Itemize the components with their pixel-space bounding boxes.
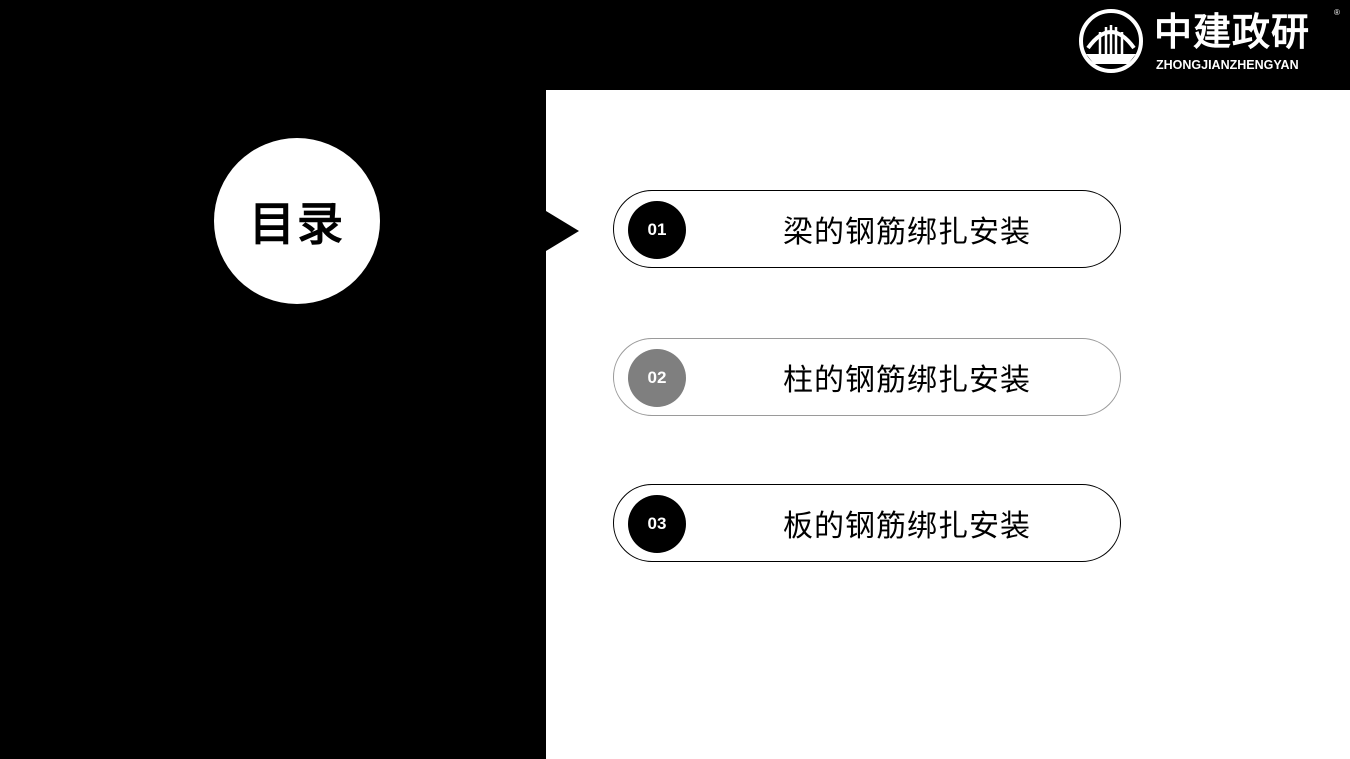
menu-item-1[interactable]: 01 梁的钢筋绑扎安装 xyxy=(613,190,1121,268)
logo: 中建政研 ZHONGJIANZHENGYAN ® xyxy=(1078,6,1340,76)
logo-name-cn: 中建政研 xyxy=(1154,10,1311,54)
page-title: 目录 xyxy=(249,197,345,251)
pointer-arrow xyxy=(546,211,579,251)
registered-mark: ® xyxy=(1334,8,1340,17)
menu-item-3[interactable]: 03 板的钢筋绑扎安装 xyxy=(613,484,1121,562)
menu-item-2[interactable]: 02 柱的钢筋绑扎安装 xyxy=(613,338,1121,416)
item-label: 柱的钢筋绑扎安装 xyxy=(783,363,1031,398)
bridge-arch-logo-icon xyxy=(1079,9,1143,73)
item-number-badge: 01 xyxy=(628,201,686,259)
title-circle: 目录 xyxy=(214,138,380,304)
item-number-badge: 02 xyxy=(628,349,686,407)
logo-name-en: ZHONGJIANZHENGYAN xyxy=(1156,58,1299,72)
item-number-badge: 03 xyxy=(628,495,686,553)
item-label: 梁的钢筋绑扎安装 xyxy=(783,215,1031,250)
item-label: 板的钢筋绑扎安装 xyxy=(783,509,1031,544)
